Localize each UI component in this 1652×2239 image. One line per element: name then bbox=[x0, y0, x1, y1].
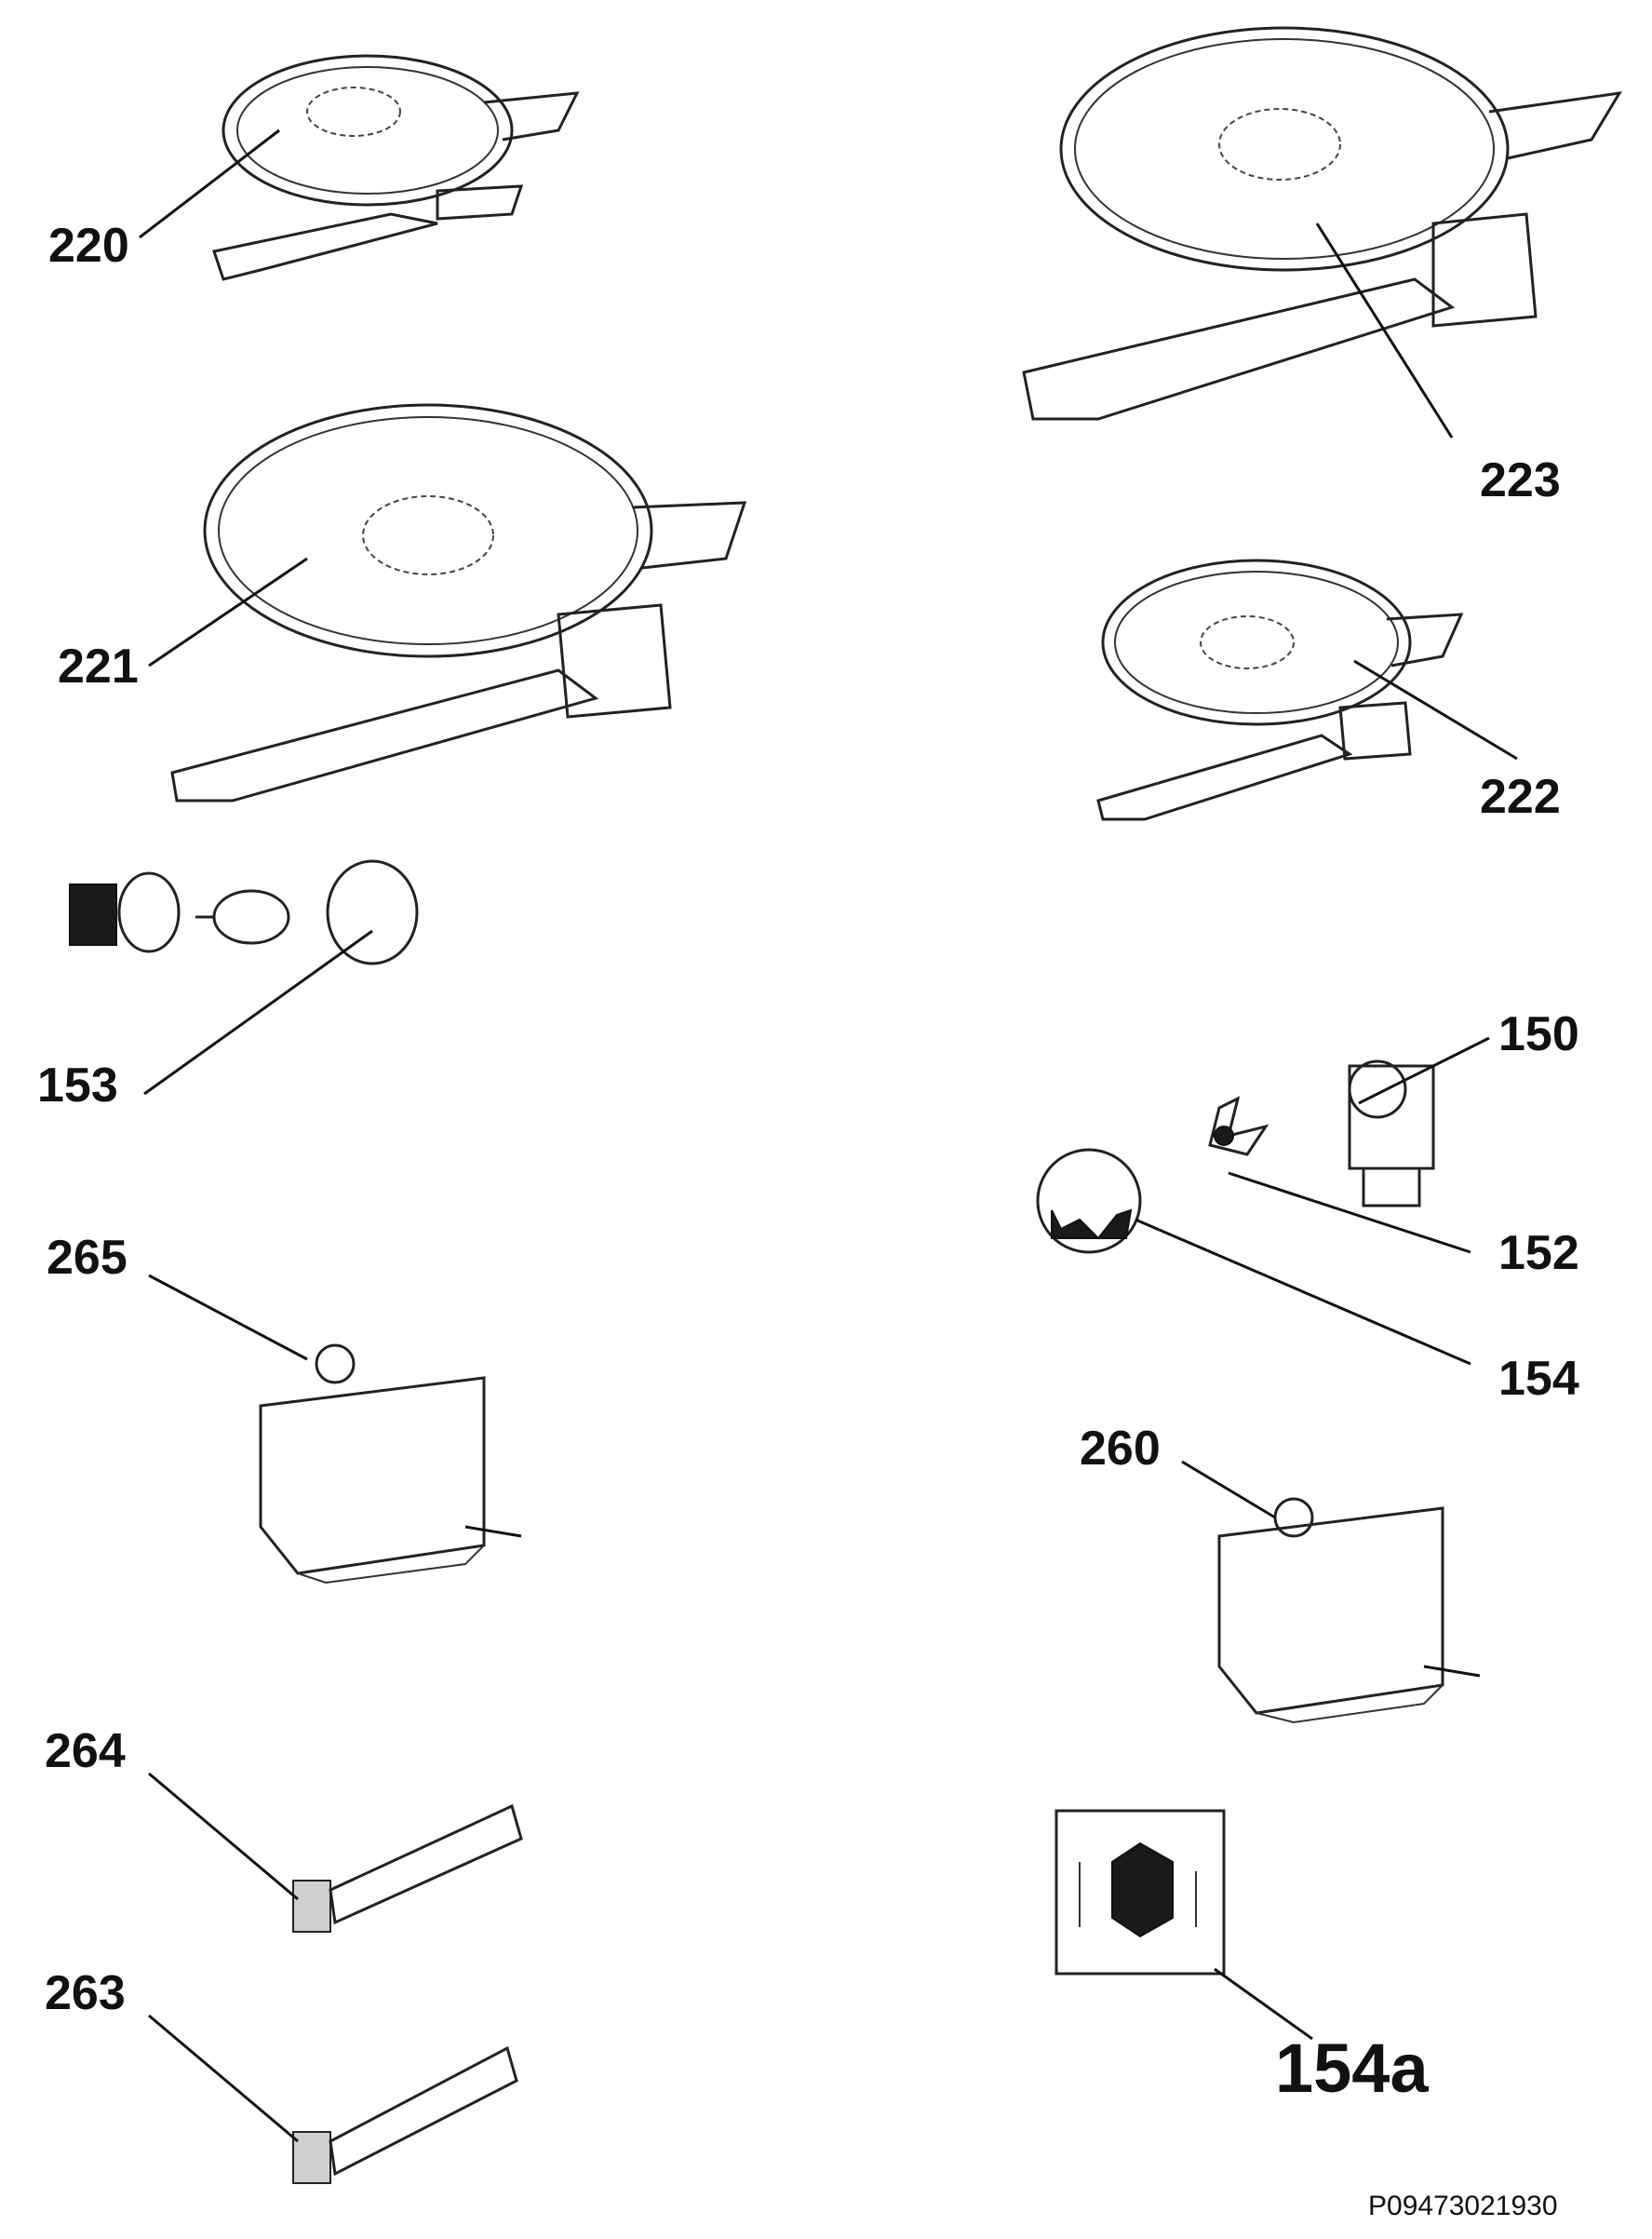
label-260: 260 bbox=[1080, 1422, 1161, 1476]
label-220: 220 bbox=[48, 219, 129, 273]
label-153: 153 bbox=[37, 1059, 118, 1113]
label-221: 221 bbox=[58, 640, 139, 694]
label-265: 265 bbox=[47, 1231, 128, 1285]
fan-motor-150 bbox=[1348, 1059, 1435, 1207]
switch-block-260 bbox=[1217, 1497, 1481, 1724]
switch-block-265 bbox=[259, 1343, 522, 1585]
sphere-154 bbox=[1036, 1148, 1142, 1254]
indicator-card-154a bbox=[1054, 1809, 1226, 1976]
leader-lines bbox=[139, 128, 1518, 2143]
hotplate-220 bbox=[212, 54, 580, 281]
rotary-switch-264 bbox=[292, 1803, 523, 1933]
rotary-switch-263 bbox=[292, 2045, 518, 2184]
label-263: 263 bbox=[45, 1966, 126, 2020]
label-152: 152 bbox=[1498, 1226, 1579, 1280]
label-222: 222 bbox=[1480, 770, 1561, 824]
label-154a: 154a bbox=[1275, 2030, 1429, 2107]
label-154: 154 bbox=[1498, 1352, 1579, 1406]
hotplate-222 bbox=[1096, 559, 1464, 821]
reference-code: P09473021930 bbox=[1368, 2191, 1558, 2221]
fan-blade-152 bbox=[1208, 1096, 1269, 1156]
hotplate-221 bbox=[170, 403, 747, 803]
label-150: 150 bbox=[1498, 1007, 1579, 1061]
hotplate-223 bbox=[1022, 26, 1622, 421]
label-264: 264 bbox=[45, 1724, 126, 1778]
label-223: 223 bbox=[1480, 453, 1561, 507]
lamp-assembly-153 bbox=[69, 859, 419, 965]
